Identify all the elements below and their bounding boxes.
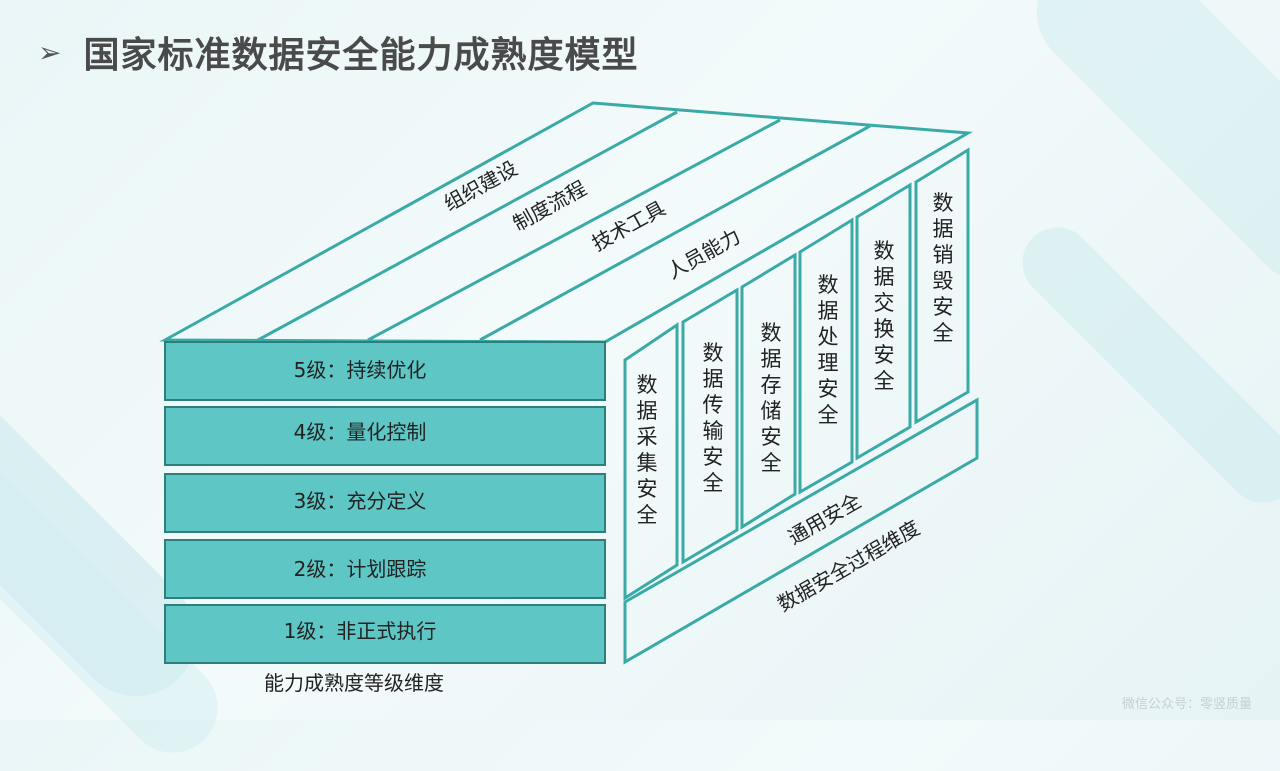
level-bar-3: 3级：充分定义 [164,473,606,533]
top-divider [367,118,781,342]
stage-column [798,217,854,495]
level-label: 1级：非正式执行 [284,619,437,643]
level-label: 3级：充分定义 [294,489,427,513]
top-divider [257,110,678,342]
arrow-bullet-icon: ➢ [38,35,62,69]
stage-label: 数据传输安全 [703,341,724,495]
levels-axis-label: 能力成熟度等级维度 [264,671,444,695]
watermark: 微信公众号：零竖质量 [1121,697,1252,712]
page-title: 国家标准数据安全能力成熟度模型 [83,35,639,76]
general-security-bar [623,397,979,665]
stage-labels: 数据采集安全 数据传输安全 数据存储安全 数据处理安全 数据交换安全 数据销毁安全 [637,191,954,527]
stage-label: 数据处理安全 [818,273,839,427]
stage-column [855,182,912,461]
stage-column [681,287,739,565]
stage-label: 数据销毁安全 [933,191,954,345]
level-bar-4: 4级：量化控制 [164,406,606,466]
level-label: 2级：计划跟踪 [294,557,427,581]
title-row: ➢ 国家标准数据安全能力成熟度模型 [38,26,638,78]
top-divider [479,124,871,342]
maturity-model-diagram: 组织建设 制度流程 技术工具 人员能力 5级：持续优化 4级：量化控制 3级：充… [159,101,979,695]
level-label: 4级：量化控制 [294,420,427,444]
level-bar-5: 5级：持续优化 [164,341,606,401]
level-bar-1: 1级：非正式执行 [164,604,606,664]
stage-label: 数据交换安全 [874,239,895,393]
stage-label: 数据采集安全 [637,373,658,527]
stage-label: 数据存储安全 [761,321,782,475]
level-bar-2: 2级：计划跟踪 [164,539,606,599]
capability-label: 技术工具 [588,196,670,256]
stage-column [623,322,679,601]
stage-column [914,147,970,425]
level-label: 5级：持续优化 [294,358,427,382]
stage-column [740,252,797,530]
general-security-label: 通用安全 [784,489,865,550]
